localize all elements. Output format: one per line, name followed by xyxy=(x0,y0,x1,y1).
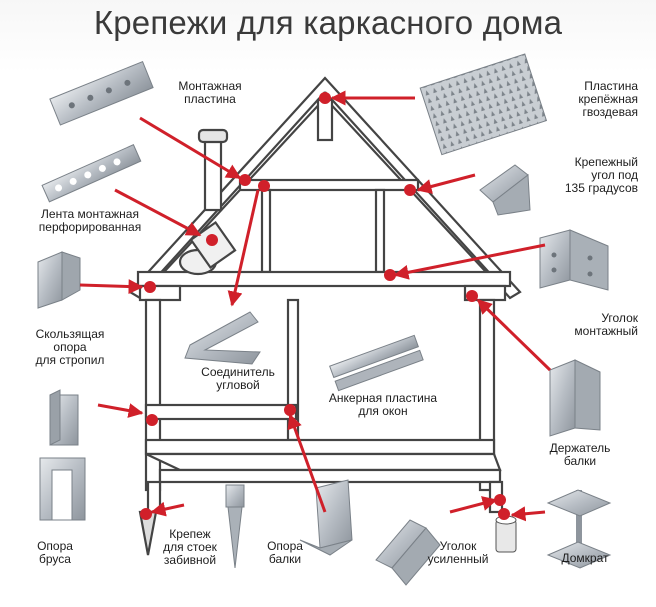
label-line: Крепеж xyxy=(169,527,211,541)
sliding-support-icon xyxy=(37,251,81,309)
label-line: Держатель xyxy=(549,441,611,455)
label-nail-plate: Пластина крепёжная гвоздевая xyxy=(520,80,638,119)
label-line: опора xyxy=(53,340,87,354)
jack-icon xyxy=(546,489,612,569)
label-line: Крепежный xyxy=(574,155,638,169)
post-fastener-icon xyxy=(225,484,245,569)
house-frame xyxy=(128,76,522,556)
label-line: бруса xyxy=(39,552,71,566)
label-mount-angle: Уголок монтажный xyxy=(530,312,638,338)
corner-connector-icon xyxy=(184,311,261,365)
label-line: Уголок xyxy=(439,539,477,553)
label-line: Скользящая xyxy=(35,327,105,341)
mount-angle-icon xyxy=(539,229,609,291)
label-line: балки xyxy=(563,454,597,468)
label-angle135: Крепежный угол под 135 градусов xyxy=(520,156,638,195)
label-line: Пластина xyxy=(584,79,638,93)
label-corner-connector: Соединитель угловой xyxy=(188,366,288,392)
label-anchor-plate: Анкерная пластина для окон xyxy=(318,392,448,418)
label-line: усиленный xyxy=(427,552,489,566)
label-line: Опора xyxy=(267,539,303,553)
label-sliding-support: Скользящая опора для стропил xyxy=(20,328,120,367)
label-line: Домкрат xyxy=(561,551,609,565)
label-line: балки xyxy=(268,552,302,566)
label-line: Соединитель xyxy=(201,365,275,379)
label-perforated-tape: Лента монтажная перфорированная xyxy=(30,208,150,234)
label-line: угол под xyxy=(591,168,638,182)
label-beam-holder: Держатель балки xyxy=(530,442,630,468)
label-line: 135 градусов xyxy=(564,181,638,195)
label-timber-support: Опора бруса xyxy=(20,540,90,566)
perforated-tape-icon xyxy=(41,144,142,203)
page-title: Крепежи для каркасного дома xyxy=(93,4,563,41)
label-line: забивной xyxy=(163,553,217,567)
label-line: перфорированная xyxy=(38,220,142,234)
callout-dots xyxy=(140,92,510,520)
timber-support-icon xyxy=(39,389,86,521)
beam-holder-icon xyxy=(549,359,601,437)
label-montage-plate: Монтажная пластина xyxy=(160,80,260,106)
label-line: крепёжная xyxy=(578,92,638,106)
montage-plate-icon xyxy=(49,60,154,126)
label-line: Анкерная пластина xyxy=(328,391,438,405)
label-line: пластина xyxy=(184,92,236,106)
label-line: для стоек xyxy=(163,540,217,554)
label-beam-support: Опора балки xyxy=(255,540,315,566)
jack-cylinder-icon xyxy=(495,515,517,553)
label-jack: Домкрат xyxy=(550,552,620,565)
label-line: монтажный xyxy=(574,324,638,338)
label-line: Монтажная xyxy=(178,79,242,93)
angle135-icon xyxy=(479,164,531,216)
label-post-fastener: Крепеж для стоек забивной xyxy=(155,528,225,567)
label-line: для окон xyxy=(358,404,408,418)
label-reinforced-angle: Уголок усиленный xyxy=(418,540,498,566)
label-line: гвоздевая xyxy=(582,105,638,119)
nail-plate-icon xyxy=(419,53,548,156)
anchor-plate-icon xyxy=(329,334,424,392)
reinforced-angle-icon xyxy=(375,519,441,586)
label-line: для стропил xyxy=(35,353,105,367)
label-line: угловой xyxy=(216,378,260,392)
label-line: Лента монтажная xyxy=(41,207,139,221)
callout-lines xyxy=(79,90,552,522)
beam-support-icon xyxy=(299,479,353,556)
label-line: Опора xyxy=(37,539,73,553)
label-line: Уголок xyxy=(601,311,638,325)
